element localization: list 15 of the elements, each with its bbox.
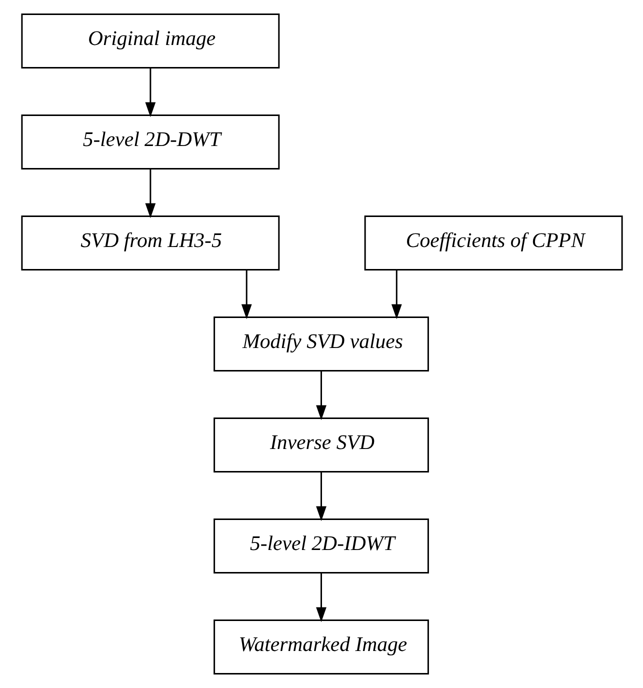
node-box: Modify SVD values (213, 316, 428, 372)
node-box: Inverse SVD (213, 418, 428, 472)
arrow (240, 270, 252, 320)
arrow (316, 573, 326, 622)
node-box: Coefficients of CPPN (364, 216, 622, 270)
node-box: 5-level 2D-IDWT (213, 518, 428, 574)
arrow (316, 472, 326, 522)
node-box: Original image (20, 14, 280, 68)
node-box: SVD from LH3-5 (20, 216, 280, 270)
arrow (144, 169, 156, 218)
arrow (390, 270, 402, 320)
arrow (316, 371, 326, 420)
arrow (144, 68, 156, 118)
node-box: 5-level 2D-DWT (20, 114, 280, 170)
node-box: Watermarked Image (213, 620, 428, 674)
